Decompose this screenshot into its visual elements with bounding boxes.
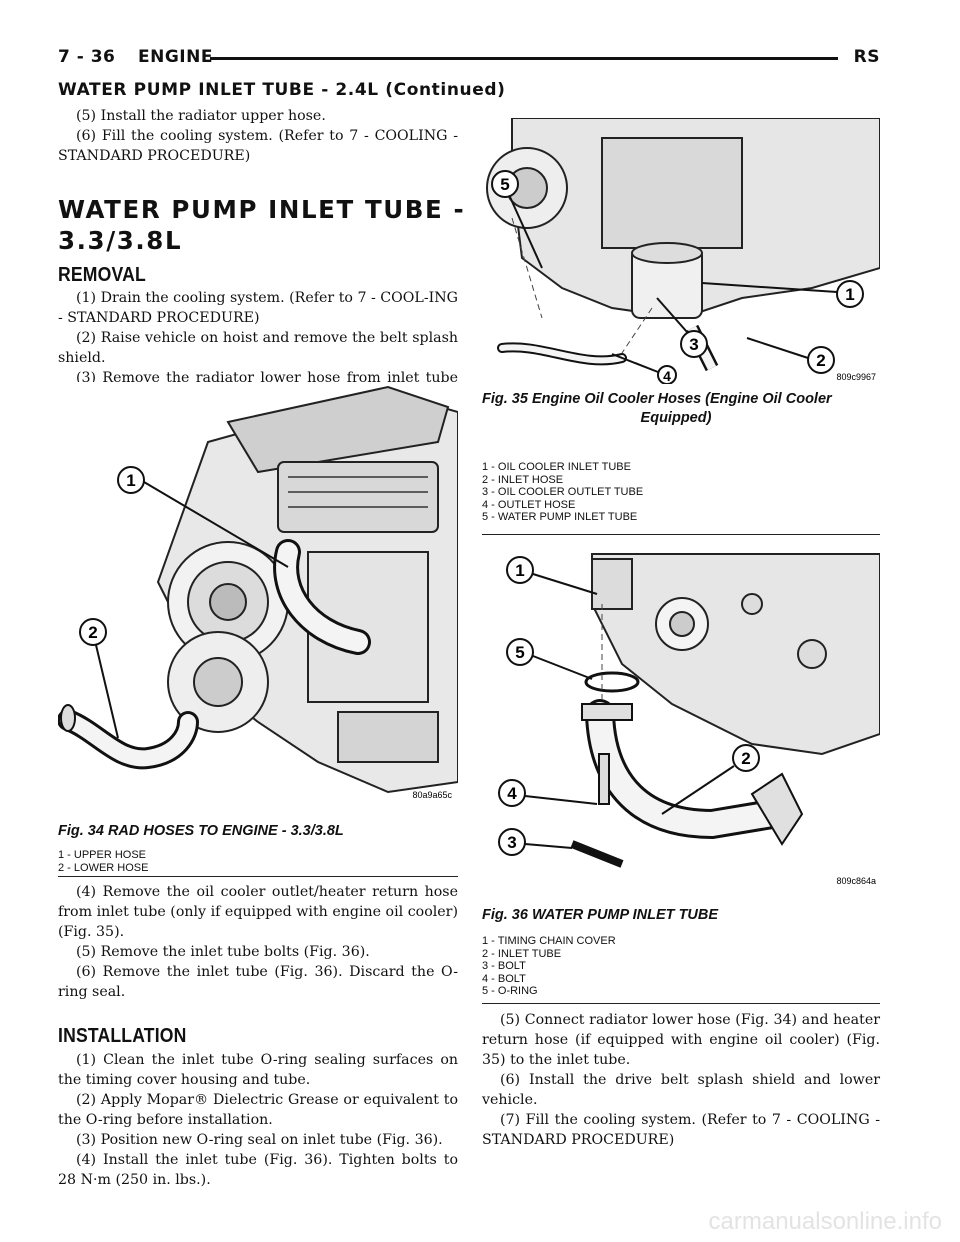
installation-steps: (1) Clean the inlet tube O-ring sealing … [58,1050,458,1190]
fig36-callout-4: 4 [507,784,517,803]
fig35-callout-4: 4 [663,368,671,384]
step-text: (6) Remove the inlet tube (Fig. 36). Dis… [58,964,458,1000]
fig35-caption: Fig. 35 Engine Oil Cooler Hoses (Engine … [482,391,832,426]
fig35-rule [482,534,880,535]
fig35-callout-3: 3 [689,335,698,354]
fig34-rule [58,876,458,877]
removal-steps: (1) Drain the cooling system. (Refer to … [58,288,458,408]
legend-item: 1 - UPPER HOSE [58,849,147,861]
step-text: (5) Remove the inlet tube bolts (Fig. 36… [76,944,370,960]
header-rule [210,57,838,60]
fig36-code: 809c864a [836,876,876,886]
section-name: ENGINE [138,47,213,67]
step-text: (2) Apply Mopar® Dielectric Grease or eq… [58,1092,458,1128]
watermark: carmanualsonline.info [708,1208,942,1235]
removal-heading: REMOVAL [58,264,146,286]
fig35-callout-2: 2 [816,351,825,370]
fig34-callout-1: 1 [126,471,135,490]
step-text: (6) Install the drive belt splash shield… [482,1072,880,1108]
step-text: (1) Clean the inlet tube O-ring sealing … [58,1052,458,1088]
fig36-illustration: 1 5 2 4 3 809c864a [482,544,881,890]
oil-cooler-hoses-drawing: 5 1 2 3 4 809c9967 [482,117,881,385]
fig34-callout-2: 2 [88,623,97,642]
running-title: WATER PUMP INLET TUBE - 2.4L (Continued) [58,80,506,100]
fig36-callout-5: 5 [515,643,524,662]
fig35-code: 809c9967 [836,372,876,382]
legend-item: 3 - OIL COOLER OUTLET TUBE [482,486,644,499]
fig35-callout-1: 1 [845,285,854,304]
fig36-rule [482,1003,880,1004]
fig36-legend: 1 - TIMING CHAIN COVER 2 - INLET TUBE 3 … [482,935,616,998]
legend-item: 2 - INLET TUBE [482,947,562,960]
inlet-tube-drawing: 1 5 2 4 3 809c864a [482,544,881,890]
intro-steps: (5) Install the radiator upper hose. (6)… [58,106,458,166]
legend-item: 2 - LOWER HOSE [58,861,149,874]
step-text: (6) Fill the cooling system. (Refer to 7… [58,128,458,164]
fig36-caption: Fig. 36 WATER PUMP INLET TUBE [482,907,719,923]
engine-hoses-drawing: 1 2 80a9a65c [57,382,459,814]
installation-heading: INSTALLATION [58,1025,187,1047]
step-text: (2) Raise vehicle on hoist and remove th… [58,330,458,366]
legend-item: 4 - BOLT [482,972,526,985]
step-text: (5) Connect radiator lower hose (Fig. 34… [482,1012,880,1068]
legend-item: 1 - TIMING CHAIN COVER [482,935,616,947]
legend-item: 1 - OIL COOLER INLET TUBE [482,461,631,473]
model-code: RS [853,47,880,67]
fig34-code: 80a9a65c [412,790,452,800]
removal-steps-continued: (4) Remove the oil cooler outlet/heater … [58,882,458,1002]
legend-item: 3 - BOLT [482,960,526,973]
page-header: 7 - 36 ENGINE RS [58,44,880,74]
legend-item: 2 - INLET HOSE [482,473,564,486]
step-text: (4) Install the inlet tube (Fig. 36). Ti… [58,1152,458,1188]
page-number: 7 - 36 [58,47,116,67]
legend-item: 4 - OUTLET HOSE [482,498,576,511]
fig34-illustration: 1 2 80a9a65c [57,382,459,814]
fig36-callout-2: 2 [741,749,750,768]
step-text: (5) Install the radiator upper hose. [76,108,326,124]
step-text: (1) Drain the cooling system. (Refer to … [58,290,458,326]
fig34-legend: 1 - UPPER HOSE 2 - LOWER HOSE [58,849,148,874]
fig35-illustration: 5 1 2 3 4 809c9967 [482,117,881,385]
step-text: (3) Position new O-ring seal on inlet tu… [76,1132,443,1148]
fig36-callout-1: 1 [515,561,524,580]
fig35-callout-5: 5 [500,175,509,194]
step-text: (7) Fill the cooling system. (Refer to 7… [482,1112,880,1148]
installation-steps-continued: (5) Connect radiator lower hose (Fig. 34… [482,1010,880,1150]
fig34-caption: Fig. 34 RAD HOSES TO ENGINE - 3.3/3.8L [58,823,344,839]
legend-item: 5 - WATER PUMP INLET TUBE [482,511,638,524]
fig36-callout-3: 3 [507,833,516,852]
legend-item: 5 - O-RING [482,985,538,998]
step-text: (4) Remove the oil cooler outlet/heater … [58,884,458,940]
fig35-legend: 1 - OIL COOLER INLET TUBE 2 - INLET HOSE… [482,461,643,524]
section-title: WATER PUMP INLET TUBE - 3.3/3.8L [58,195,466,255]
